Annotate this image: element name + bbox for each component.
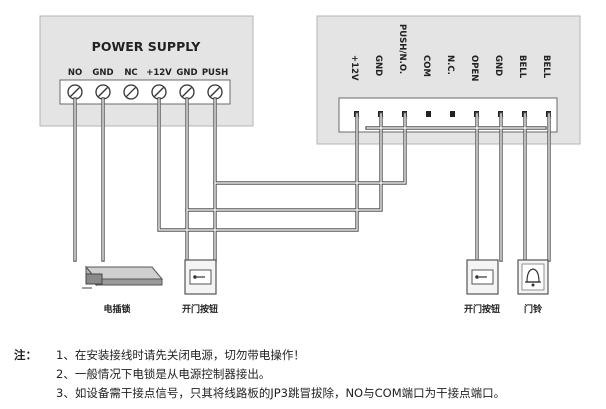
ctrl-label-12v: +12V [349,55,359,81]
ctrl-label-push-no: PUSH/N.O. [397,24,407,74]
screw-icon [67,84,83,100]
ctrl-label-com: COM [421,55,431,77]
note-item: 2、一般情况下电锁是从电源控制器接出。 [56,367,271,381]
screw-icon [207,84,223,100]
exit-button-left-label: 开门按钮 [182,303,218,315]
ps-terminal-label-12v: +12V [146,68,172,78]
screw-icon [151,84,167,100]
screw-icon [179,84,195,100]
notes-title: 注： [14,348,37,362]
ctrl-label-open: OPEN [469,55,479,81]
notes-section: 注： 1、在安装接线时请先关闭电源，切勿带电操作！ 2、一般情况下电锁是从电源控制… [14,346,604,403]
ps-terminal-label-gnd: GND [92,68,113,78]
power-supply-box: POWER SUPPLY NO GND NC +12V GND PUSH [39,15,254,127]
ctrl-label-bell: BELL [517,55,527,79]
note-item: 1、在安装接线时请先关闭电源，切勿带电操作！ [56,348,305,362]
exit-button-right-label: 开门按钮 [464,303,500,315]
note-item: 3、如设备需干接点信号，只其将线路板的JP3跳冒拔除，NO与COM端口为干接点端… [56,386,506,400]
ps-terminal-label-nc: NC [124,68,137,78]
exit-button-left-icon [184,259,217,295]
ps-terminal-block [59,79,231,105]
wires [73,97,551,262]
ctrl-label-bell2: BELL [541,55,551,79]
electric-lock-icon [82,265,164,289]
exit-button-right-icon [466,259,499,295]
electric-lock-label: 电插锁 [103,303,130,315]
note-line-1: 注： 1、在安装接线时请先关闭电源，切勿带电操作！ [14,346,604,365]
ps-terminal-label-push: PUSH [202,68,228,78]
controller-box [316,15,581,145]
controller-terminal-labels: +12V GND PUSH/N.O. COM N.C. OPEN GND BEL… [349,24,551,81]
screw-icon [123,84,139,100]
ctrl-label-nc: N.C. [445,55,455,75]
power-supply-title: POWER SUPPLY [92,39,202,54]
doorbell-label: 门铃 [524,303,543,315]
ps-terminal-label-no: NO [68,68,82,78]
screw-icon [95,84,111,100]
ps-screw-terminals [67,84,223,100]
doorbell-icon [517,259,549,295]
ps-terminal-label-gnd2: GND [176,68,197,78]
note-line-2: 2、一般情况下电锁是从电源控制器接出。 [14,365,604,384]
note-line-3: 3、如设备需干接点信号，只其将线路板的JP3跳冒拔除，NO与COM端口为干接点端… [14,384,604,403]
ctrl-label-gnd: GND [373,55,383,76]
ctrl-label-gnd2: GND [493,55,503,76]
